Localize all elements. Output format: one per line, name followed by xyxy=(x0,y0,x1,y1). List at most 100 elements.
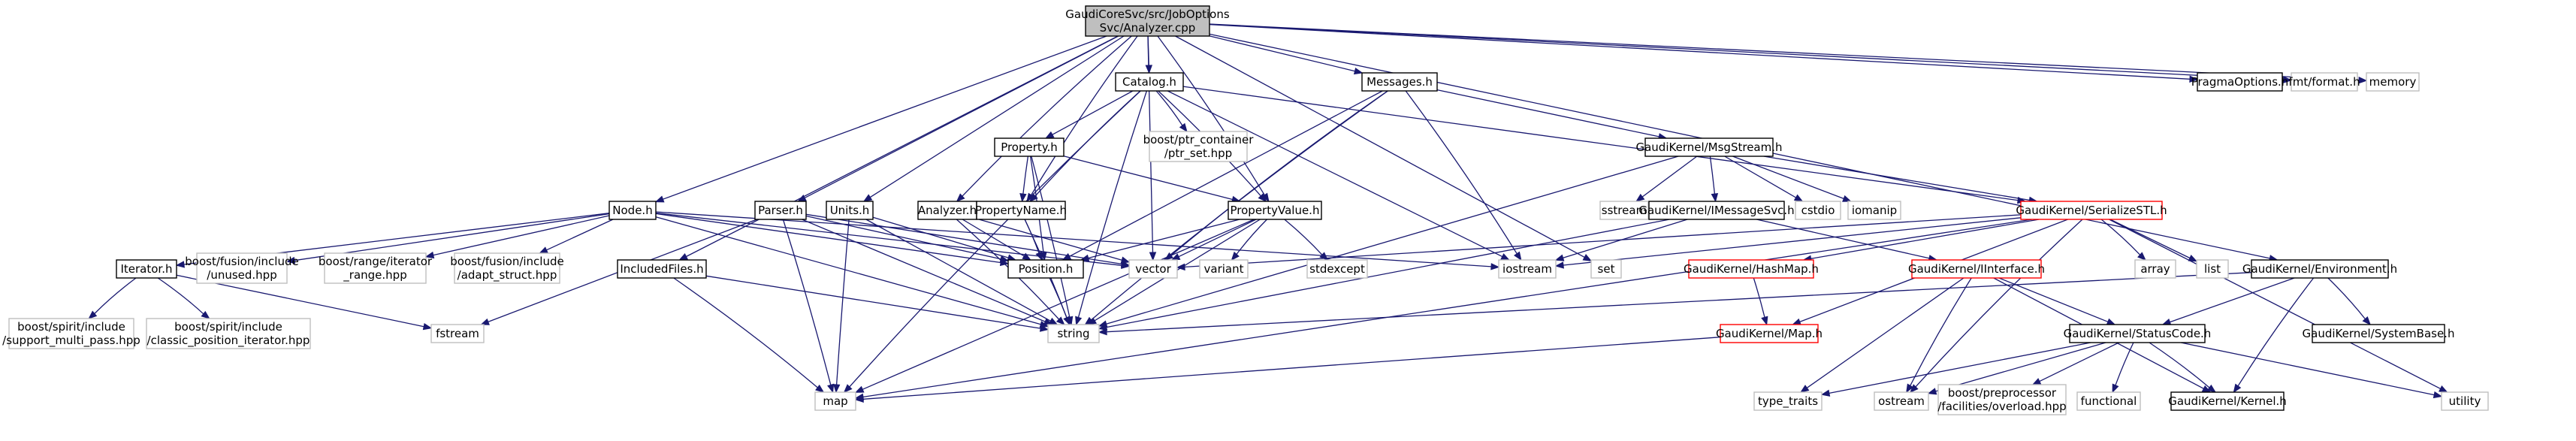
node-kernel[interactable]: GaudiKernel/Kernel.h xyxy=(2168,391,2287,411)
edge-line xyxy=(686,35,1119,258)
edge-layer xyxy=(88,23,2448,403)
edge-line xyxy=(1209,23,2191,80)
node-fmtformat: fmt/format.h xyxy=(2288,72,2360,92)
edge-node-to-adaptstruct xyxy=(539,219,614,254)
node-iinterface[interactable]: GaudiKernel/IInterface.h xyxy=(1908,259,2045,279)
edge-includedfiles-to-string xyxy=(705,275,1049,332)
edge-line xyxy=(1563,219,1688,258)
node-box xyxy=(196,252,288,284)
node-map: map xyxy=(814,391,856,411)
node-catalog[interactable]: Catalog.h xyxy=(1115,72,1184,92)
node-label: list xyxy=(2204,262,2221,276)
edge-hashmap-to-gkmap xyxy=(1753,277,1768,326)
edge-line xyxy=(1436,89,1659,137)
node-label: cstdio xyxy=(1801,204,1835,217)
edge-root-to-node xyxy=(654,35,1107,203)
edge-catalog-to-ptrset xyxy=(1155,90,1188,133)
edge-msgstream-to-cstdio xyxy=(1724,156,1804,202)
node-box xyxy=(1874,391,1929,411)
node-label: functional xyxy=(2081,394,2137,408)
node-systembase[interactable]: GaudiKernel/SystemBase.h xyxy=(2303,324,2455,343)
edge-catalog-to-map xyxy=(843,90,1141,393)
node-hashmap[interactable]: GaudiKernel/HashMap.h xyxy=(1684,259,1819,279)
node-propertyvalue[interactable]: PropertyValue.h xyxy=(1228,201,1322,220)
edge-propertyvalue-to-variant xyxy=(1231,219,1267,261)
node-label: /ptr_set.hpp xyxy=(1164,146,1232,161)
node-label: GaudiKernel/Kernel.h xyxy=(2168,394,2287,408)
node-label: GaudiCoreSvc/src/JobOptions xyxy=(1065,8,1230,21)
edge-line xyxy=(1022,156,1029,195)
node-box xyxy=(1085,5,1210,37)
edge-messages-to-iostream xyxy=(1405,90,1522,261)
node-label: /support_multi_pass.hpp xyxy=(2,334,140,348)
edge-arrowhead xyxy=(2433,391,2443,399)
node-property[interactable]: Property.h xyxy=(994,137,1065,157)
node-environment[interactable]: GaudiKernel/Environment.h xyxy=(2242,259,2397,279)
node-position[interactable]: Position.h xyxy=(1007,259,1084,279)
node-ostream: ostream xyxy=(1874,391,1929,411)
node-box xyxy=(814,391,856,411)
edge-line xyxy=(862,219,2033,398)
node-msgstream[interactable]: GaudiKernel/MsgStream.h xyxy=(1635,137,1783,157)
node-imessagesvc[interactable]: GaudiKernel/IMessageSvc.h xyxy=(1638,201,1795,220)
edge-line xyxy=(1209,23,2360,81)
edge-line xyxy=(1170,90,1388,256)
node-label: _range.hpp xyxy=(343,268,406,282)
node-classicpos: boost/spirit/include/classic_position_it… xyxy=(146,318,311,349)
node-label: GaudiKernel/MsgStream.h xyxy=(1635,140,1782,154)
node-pragmaoptions[interactable]: PragmaOptions.h xyxy=(2191,72,2289,92)
node-label: Iterator.h xyxy=(120,262,172,276)
edge-line xyxy=(849,90,1141,388)
edge-line xyxy=(1069,90,1383,257)
node-parser[interactable]: Parser.h xyxy=(754,201,807,220)
node-box xyxy=(1753,391,1823,411)
edge-arrowhead xyxy=(2283,76,2293,83)
edge-line xyxy=(1935,342,2106,392)
node-box xyxy=(146,318,311,349)
node-propertyname[interactable]: PropertyName.h xyxy=(975,201,1067,220)
node-analyzer[interactable]: Analyzer.h xyxy=(917,201,977,220)
edge-arrowhead xyxy=(654,195,665,203)
node-gkmap[interactable]: GaudiKernel/Map.h xyxy=(1716,324,1823,343)
edge-line xyxy=(1209,35,1355,72)
node-node[interactable]: Node.h xyxy=(609,201,657,220)
edge-arrowhead xyxy=(1063,316,1071,326)
node-includedfiles[interactable]: IncludedFiles.h xyxy=(617,259,707,279)
node-box xyxy=(2170,391,2285,411)
node-root[interactable]: GaudiCoreSvc/src/JobOptionsSvc/Analyzer.… xyxy=(1065,5,1230,37)
edge-line xyxy=(1106,219,1670,328)
node-statuscode[interactable]: GaudiKernel/StatusCode.h xyxy=(2064,324,2212,343)
edge-iterator-to-classicpos xyxy=(157,277,210,319)
edge-parser-to-map xyxy=(782,219,835,394)
edge-iterator-to-multipass xyxy=(88,277,137,319)
edge-arrowhead xyxy=(1500,253,1511,261)
node-box xyxy=(2197,72,2283,92)
node-iterator[interactable]: Iterator.h xyxy=(116,259,177,279)
edge-statuscode-to-overload xyxy=(2031,342,2119,385)
node-variant: variant xyxy=(1199,259,1249,279)
node-messages[interactable]: Messages.h xyxy=(1361,72,1438,92)
edge-arrowhead xyxy=(833,384,841,394)
edge-serializestl-to-list xyxy=(2109,219,2198,262)
node-units[interactable]: Units.h xyxy=(826,201,874,220)
node-serializestl[interactable]: GaudiKernel/SerializeSTL.h xyxy=(2016,201,2167,220)
edge-line xyxy=(865,219,1051,322)
edge-line xyxy=(1155,90,1183,126)
edge-arrowhead xyxy=(1842,195,1852,202)
edge-line xyxy=(1763,156,2030,201)
edge-analyzer-to-vector xyxy=(976,218,1131,264)
edge-line xyxy=(1709,156,1716,195)
node-box xyxy=(994,137,1065,157)
node-label: sstream xyxy=(1602,204,1647,217)
node-box xyxy=(2134,259,2176,279)
edge-arrowhead xyxy=(999,255,1010,263)
node-string: string xyxy=(1047,324,1100,343)
node-label: boost/range/iterator xyxy=(319,255,433,268)
edge-arrowhead xyxy=(422,322,433,331)
node-label: memory xyxy=(2369,75,2417,89)
node-label: Analyzer.h xyxy=(918,204,977,217)
edge-line xyxy=(2180,342,2435,396)
node-label: GaudiKernel/Environment.h xyxy=(2242,262,2397,276)
edge-arrowhead xyxy=(1044,131,1055,139)
